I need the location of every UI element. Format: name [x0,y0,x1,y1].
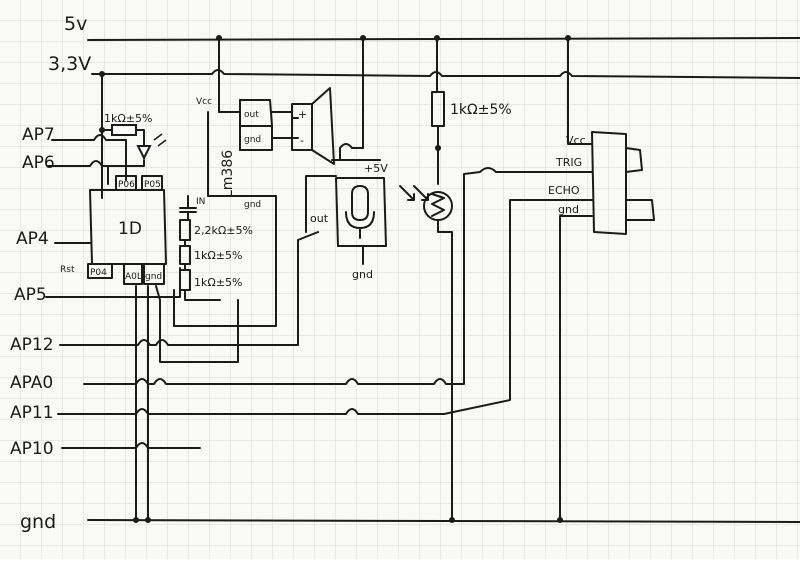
lm386-in: IN [196,197,205,207]
chip-1d-rst: Rst [60,265,75,275]
lm386-gnd: gnd [244,135,261,145]
resistor-1k-b-label: 1kΩ±5% [194,249,242,262]
resistor-2k2-label: 2,2kΩ±5% [194,224,253,237]
chip-1d-p05: P05 [144,180,161,190]
label-5v: 5v [64,13,87,35]
lm386-body [207,111,277,197]
mic-icon [345,185,375,239]
label-apa0: APA0 [10,373,53,393]
chip-1d-gnd: gnd [145,272,162,282]
resistor-1k-led [111,124,137,136]
chip-1d-p06: P06 [118,180,135,190]
rail-gnd-line [87,519,800,523]
speaker-minus: - [300,134,304,147]
mic-body [335,177,387,247]
chip-1d-a0l: A0L [125,272,142,282]
resistor-1k-ldr-label: 1kΩ±5% [450,102,512,118]
mic-gnd-label: gnd [352,268,373,281]
label-ap11: AP11 [10,403,54,423]
resistor-1k-led-label: 1kΩ±5% [104,112,152,125]
label-ap7: AP7 [22,125,55,145]
label-ap6: AP6 [22,153,55,173]
lm386-chip-label: Lm386 [220,150,236,198]
lm386-out: out [244,110,259,120]
resistor-1k-c-label: 1kΩ±5% [194,276,242,289]
ultrasonic-trig: TRIG [555,156,582,169]
ultrasonic-vcc: Vcc [566,134,586,147]
wire-ap11 [57,199,557,415]
speaker-cone [311,87,335,165]
label-3v3: 3,3V [48,53,91,75]
mic-out-label: out [310,212,329,225]
speaker-plus: + [298,108,307,121]
ultrasonic-body [591,131,627,235]
wire-ap6 [47,160,109,185]
chip-1d-p04: P04 [90,268,107,278]
label-gnd-rail: gnd [20,511,56,533]
wire-ap12 [59,231,319,346]
wire-ap7 [51,134,127,181]
ultrasonic-echo: ECHO [548,184,580,197]
chip-1d-body [89,189,167,265]
mic-supply-label: +5V [364,162,388,175]
label-ap5: AP5 [14,285,47,305]
lm386-gnd-bottom: gnd [244,200,261,210]
led-icon [136,145,152,161]
ultrasonic-gnd: gnd [558,203,579,216]
ultrasonic-emitter-bottom [625,199,655,221]
chip-1d-label: 1D [118,219,142,239]
rail-5v-line [87,37,800,41]
ultrasonic-emitter-top [625,147,643,173]
label-ap10: AP10 [10,439,54,459]
label-ap4: AP4 [16,229,49,249]
lm386-vcc: Vcc [196,97,212,107]
label-ap12: AP12 [10,335,54,355]
